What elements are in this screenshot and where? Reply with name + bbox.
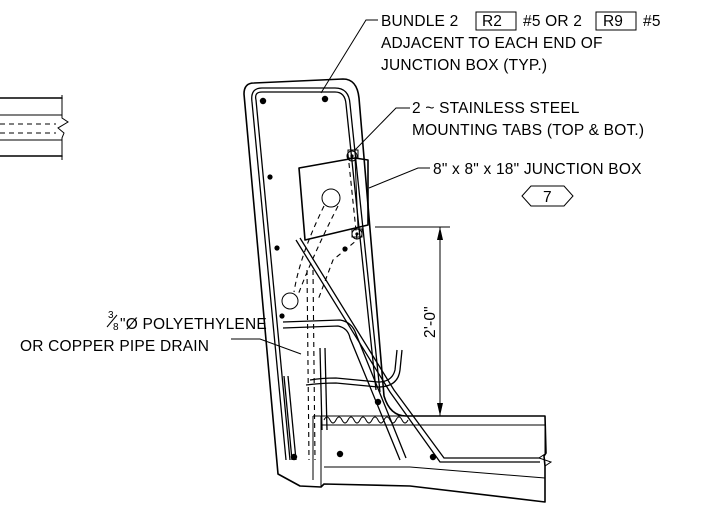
bar-mark-r2: R2 — [482, 13, 502, 30]
barrier-outline — [243, 78, 553, 503]
drain-line2: OR COPPER PIPE DRAIN — [20, 338, 209, 355]
bundle-line1-pre: BUNDLE 2 — [381, 13, 458, 30]
junction-box-label: 8" x 8" x 18" JUNCTION BOX — [433, 161, 642, 178]
side-elevation-fragment — [0, 95, 69, 160]
tabs-note: 2 ~ STAINLESS STEEL MOUNTING TABS (TOP &… — [412, 100, 644, 139]
bundle-line1-post: #5 — [643, 13, 661, 30]
drain-note: 3 8 "Ø POLYETHYLENE OR COPPER PIPE DRAIN — [20, 310, 267, 355]
bar-mark-r9: R9 — [603, 13, 623, 30]
drain-fraction-num: 3 — [108, 310, 114, 321]
tabs-line2: MOUNTING TABS (TOP & BOT.) — [412, 122, 644, 139]
junction-box — [281, 149, 369, 461]
drain-line1: "Ø POLYETHYLENE — [120, 316, 267, 333]
bundle-note: BUNDLE 2 R2 #5 OR 2 R9 #5 ADJACENT TO EA… — [381, 11, 661, 74]
dimension-2ft: 2'-0" — [375, 226, 450, 416]
junction-box-note: 8" x 8" x 18" JUNCTION BOX 7 — [433, 161, 642, 207]
bundle-line3: JUNCTION BOX (TYP.) — [381, 57, 547, 74]
tabs-line1: 2 ~ STAINLESS STEEL — [412, 100, 580, 117]
junction-box-tag: 7 — [543, 189, 552, 206]
drain-fraction-den: 8 — [113, 322, 119, 333]
leader-lines — [231, 19, 430, 355]
bundle-line1-mid: #5 OR 2 — [523, 13, 582, 30]
bundle-line2: ADJACENT TO EACH END OF — [381, 35, 603, 52]
dimension-label: 2'-0" — [422, 306, 439, 338]
reinforcement-bars — [251, 87, 540, 463]
